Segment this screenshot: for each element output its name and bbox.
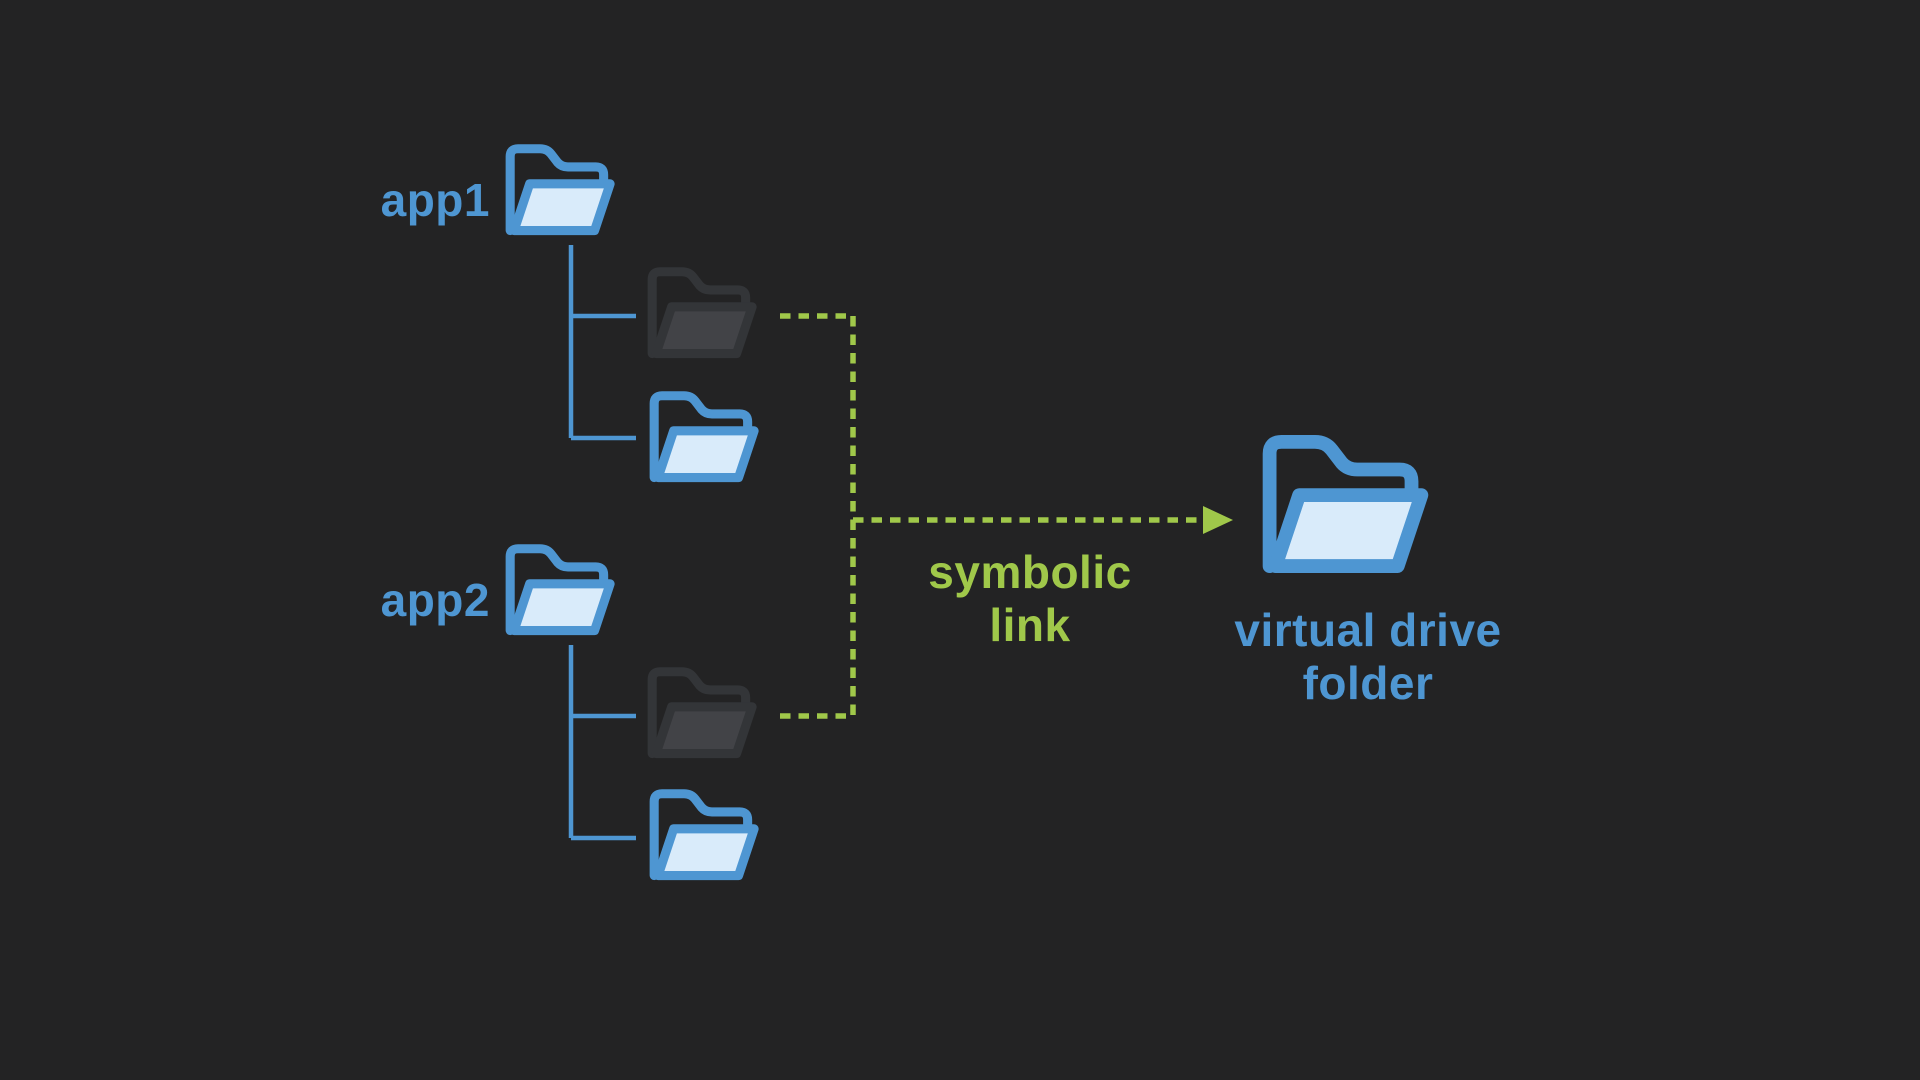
app2-linked-folder-icon	[634, 660, 769, 764]
virtual-drive-folder-label-line2: folder	[1302, 656, 1434, 709]
virtual-drive-folder-label-line1: virtual drive	[1234, 604, 1502, 656]
app1-linked-folder-icon	[634, 260, 769, 364]
app2-root-folder-icon	[492, 537, 627, 641]
app2-child-folder-icon	[636, 782, 771, 886]
symbolic-link-label-line1: symbolic	[928, 546, 1132, 598]
app1-label: app1	[380, 174, 490, 226]
symbolic-link-label: symbolic link	[870, 546, 1190, 652]
virtual-drive-folder-icon	[1242, 424, 1447, 582]
virtual-drive-folder-label: virtual drive folder	[1178, 604, 1558, 710]
app1-tree-connector	[568, 245, 636, 441]
symlink-arrowhead-icon	[1203, 506, 1233, 534]
app2-label: app2	[380, 574, 490, 626]
app2-tree-connector	[568, 645, 636, 841]
app1-child-folder-icon	[636, 384, 771, 488]
app1-root-folder-icon	[492, 137, 627, 241]
symbolic-link-label-line2: link	[989, 598, 1071, 651]
